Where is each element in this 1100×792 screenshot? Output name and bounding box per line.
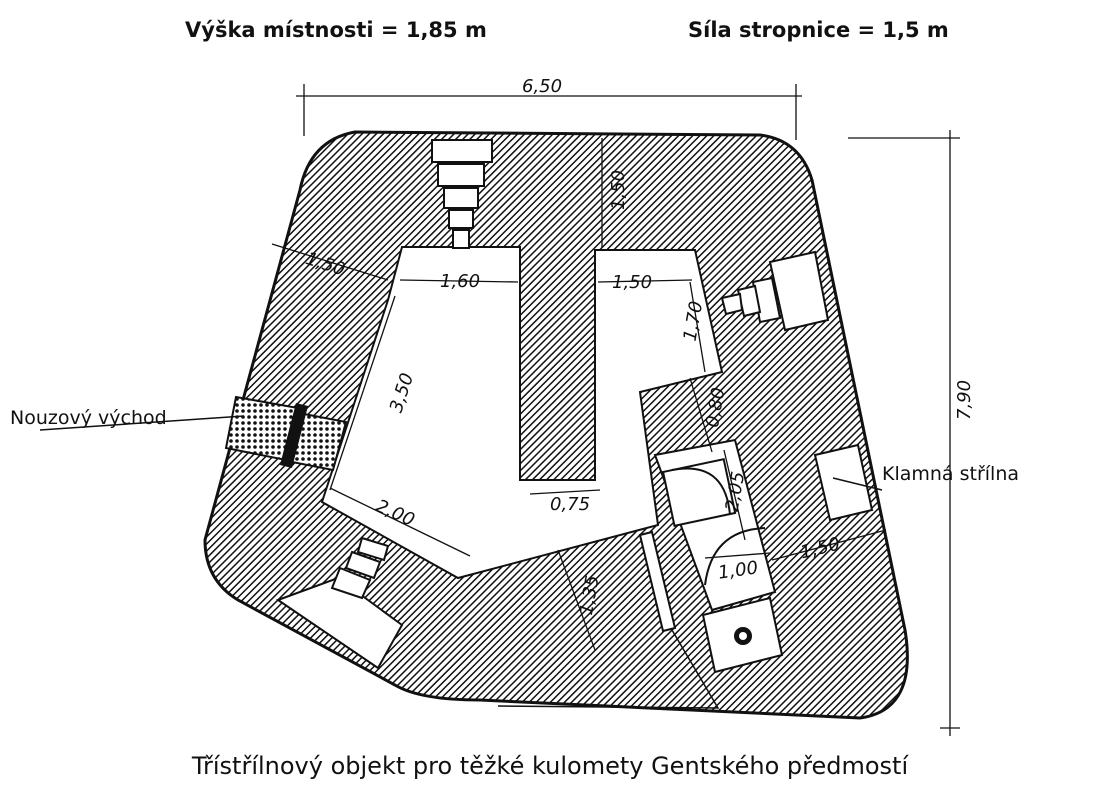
door-swing-lower [704, 527, 766, 586]
dim-roof-wall: 1,50 [608, 170, 629, 210]
embrasure-bottom-left [275, 536, 404, 670]
fake-embrasure-box [813, 443, 874, 522]
dim-partition-gap: 0,75 [550, 494, 590, 515]
dimension-lines [271, 84, 960, 736]
dim-total-height: 7,90 [954, 380, 975, 420]
diagram-caption: Třístřílnový objekt pro těžké kulomety G… [191, 752, 909, 780]
embrasure-right [720, 250, 830, 332]
door-frame [661, 457, 737, 528]
emergency-exit-door [280, 403, 308, 468]
dim-right-room-width: 1,50 [612, 272, 652, 293]
dim-total-width: 6,50 [522, 76, 562, 97]
embrasure-top [431, 139, 493, 249]
ceiling-thickness-label: Síla stropnice = 1,5 m [688, 18, 949, 42]
entrance-leader [497, 629, 720, 709]
fake-embrasure-label: Klamná střílna [882, 463, 1020, 485]
emergency-exit-leader [39, 415, 245, 431]
main-room [320, 246, 724, 580]
emergency-exit-label: Nouzový východ [10, 407, 167, 429]
door-swing-upper [671, 467, 731, 516]
entrance-slot [638, 530, 677, 633]
dim-room-top-width: 1,60 [440, 271, 480, 292]
fake-embrasure-leader [832, 477, 883, 491]
room-height-label: Výška místnosti = 1,85 m [185, 18, 487, 42]
